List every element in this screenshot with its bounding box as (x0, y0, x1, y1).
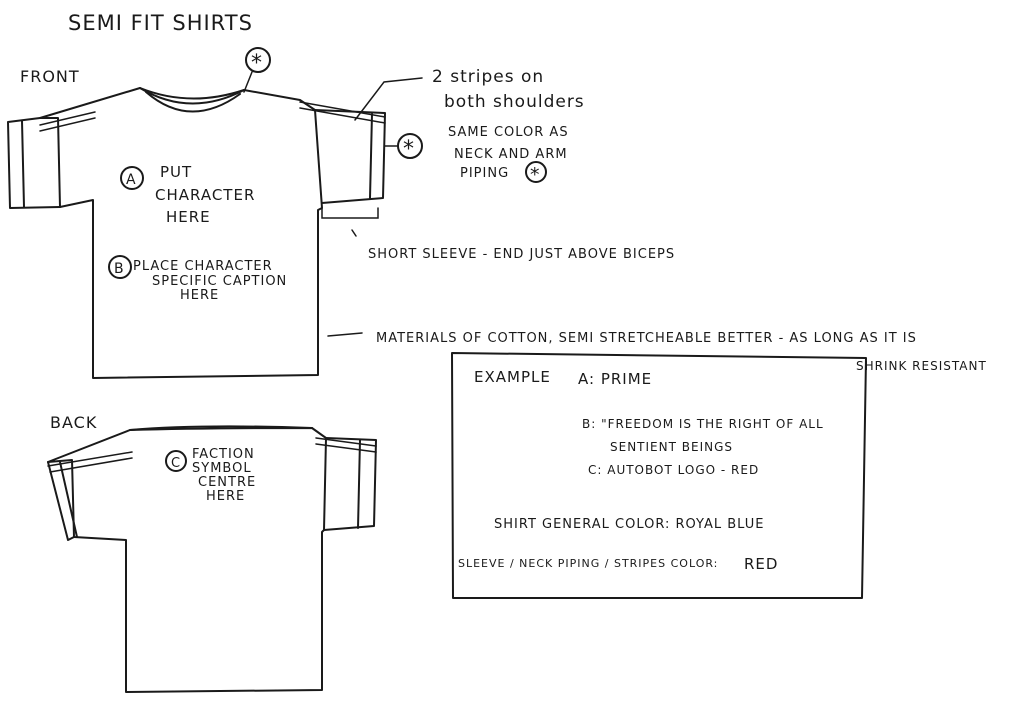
marker-a: A (120, 166, 144, 190)
example-a: A: PRIME (578, 370, 652, 388)
front-b-line1: PLACE CHARACTER (133, 259, 273, 274)
note-sleeve: SHORT SLEEVE - END JUST ABOVE BICEPS (368, 247, 675, 262)
front-a-line2: CHARACTER (155, 186, 255, 204)
note-stripes-line2: both shoulders (444, 92, 585, 112)
note-stripes-line1: 2 stripes on (432, 67, 544, 87)
example-b-line1: B: "FREEDOM IS THE RIGHT OF ALL (582, 417, 824, 431)
marker-c: C (165, 450, 187, 472)
front-b-line2: SPECIFIC CAPTION (152, 274, 287, 289)
page-title: SEMI FIT SHIRTS (68, 11, 253, 35)
arm-piping-star-marker: * (384, 133, 423, 162)
svg-text:C: C (171, 456, 181, 471)
back-shirt (47, 425, 377, 693)
note-same-color-line3: PIPING (460, 166, 509, 181)
marker-b: B (108, 255, 132, 279)
svg-text:*: * (530, 164, 541, 186)
svg-text:A: A (126, 172, 137, 188)
front-a-line3: HERE (166, 208, 211, 226)
note-star-marker: * (525, 161, 547, 186)
sleeve-bracket (321, 207, 379, 219)
note-shrink: SHRINK RESISTANT (856, 359, 987, 373)
neck-piping-star-marker: * (243, 47, 271, 93)
example-c: C: AUTOBOT LOGO - RED (588, 463, 759, 477)
example-general-color: SHIRT GENERAL COLOR: ROYAL BLUE (494, 517, 764, 532)
note-same-color-line2: NECK AND ARM (454, 147, 568, 162)
svg-text:*: * (403, 137, 415, 162)
stripes-pointer (354, 77, 423, 121)
svg-text:*: * (251, 51, 263, 76)
back-c-line2: SYMBOL (192, 461, 252, 476)
example-b-line2: SENTIENT BEINGS (610, 440, 733, 454)
front-b-line3: HERE (180, 288, 219, 303)
example-label: EXAMPLE (474, 368, 551, 386)
back-c-line1: FACTION (192, 447, 255, 462)
example-box (451, 352, 867, 599)
back-c-line4: HERE (206, 489, 245, 504)
svg-text:B: B (114, 261, 125, 277)
back-c-line3: CENTRE (198, 475, 256, 490)
materials-pointer (327, 332, 363, 337)
note-materials: MATERIALS OF COTTON, SEMI STRETCHEABLE B… (376, 331, 917, 346)
back-label: BACK (50, 413, 97, 432)
front-shirt (7, 87, 386, 379)
note-same-color-line1: SAME COLOR AS (448, 125, 569, 140)
front-label: FRONT (20, 67, 80, 86)
front-a-line1: PUT (160, 163, 192, 181)
example-piping-label: SLEEVE / NECK PIPING / STRIPES COLOR: (458, 557, 718, 570)
example-piping-value: RED (744, 555, 778, 573)
